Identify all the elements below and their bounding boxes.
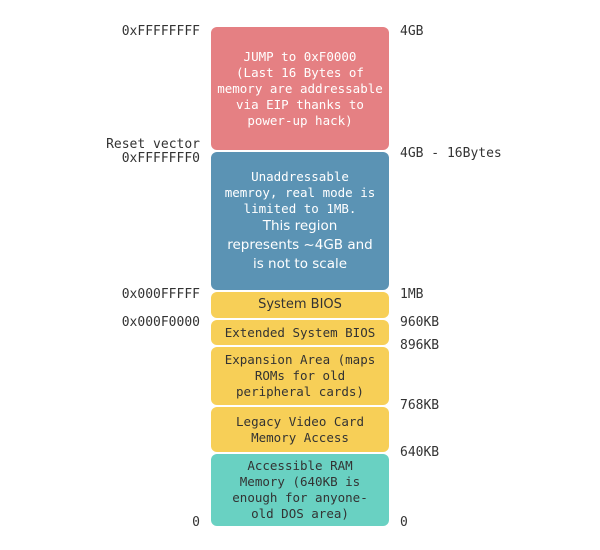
extended-bios-block: Extended System BIOS [211,320,389,345]
system-bios-text: System BIOS [258,297,342,312]
address-label-zero: 0 [192,515,200,530]
address-label-1mb: 0x000FFFFF [121,287,200,302]
accessible-ram-block: Accessible RAM Memory (640KB is enough f… [211,454,389,526]
address-label-top: 0xFFFFFFFF [121,24,200,39]
size-label-640kb: 640KB [400,445,440,460]
size-label-896kb: 896KB [400,338,440,353]
unaddressable-block: Unaddressable memroy, real mode is limit… [211,152,389,290]
video-memory-text: Legacy Video Card Memory Access [236,413,364,445]
unaddressable-mono-text: Unaddressable memroy, real mode is limit… [224,168,376,216]
size-label-960kb: 960KB [400,315,440,330]
expansion-area-block: Expansion Area (maps ROMs for old periph… [211,347,389,405]
jump-block: JUMP to 0xF0000 (Last 16 Bytes of memory… [211,27,389,150]
address-label-bios-start: 0x000F0000 [121,315,200,330]
video-memory-block: Legacy Video Card Memory Access [211,407,389,452]
jump-block-text: JUMP to 0xF0000 (Last 16 Bytes of memory… [217,48,383,128]
address-label-reset: 0xFFFFFFF0 [121,151,200,166]
size-label-zero: 0 [400,515,408,530]
size-label-1mb: 1MB [400,287,424,302]
extended-bios-text: Extended System BIOS [224,324,376,340]
reset-vector-label: Reset vector [106,137,200,152]
unaddressable-sans-text: This region represents ~4GB and is not t… [227,217,373,272]
system-bios-block: System BIOS [211,292,389,318]
size-label-768kb: 768KB [400,398,440,413]
size-label-4gb-minus-16: 4GB - 16Bytes [400,146,502,161]
size-label-4gb: 4GB [400,24,424,39]
expansion-area-text: Expansion Area (maps ROMs for old periph… [224,352,376,399]
accessible-ram-text: Accessible RAM Memory (640KB is enough f… [232,458,368,521]
